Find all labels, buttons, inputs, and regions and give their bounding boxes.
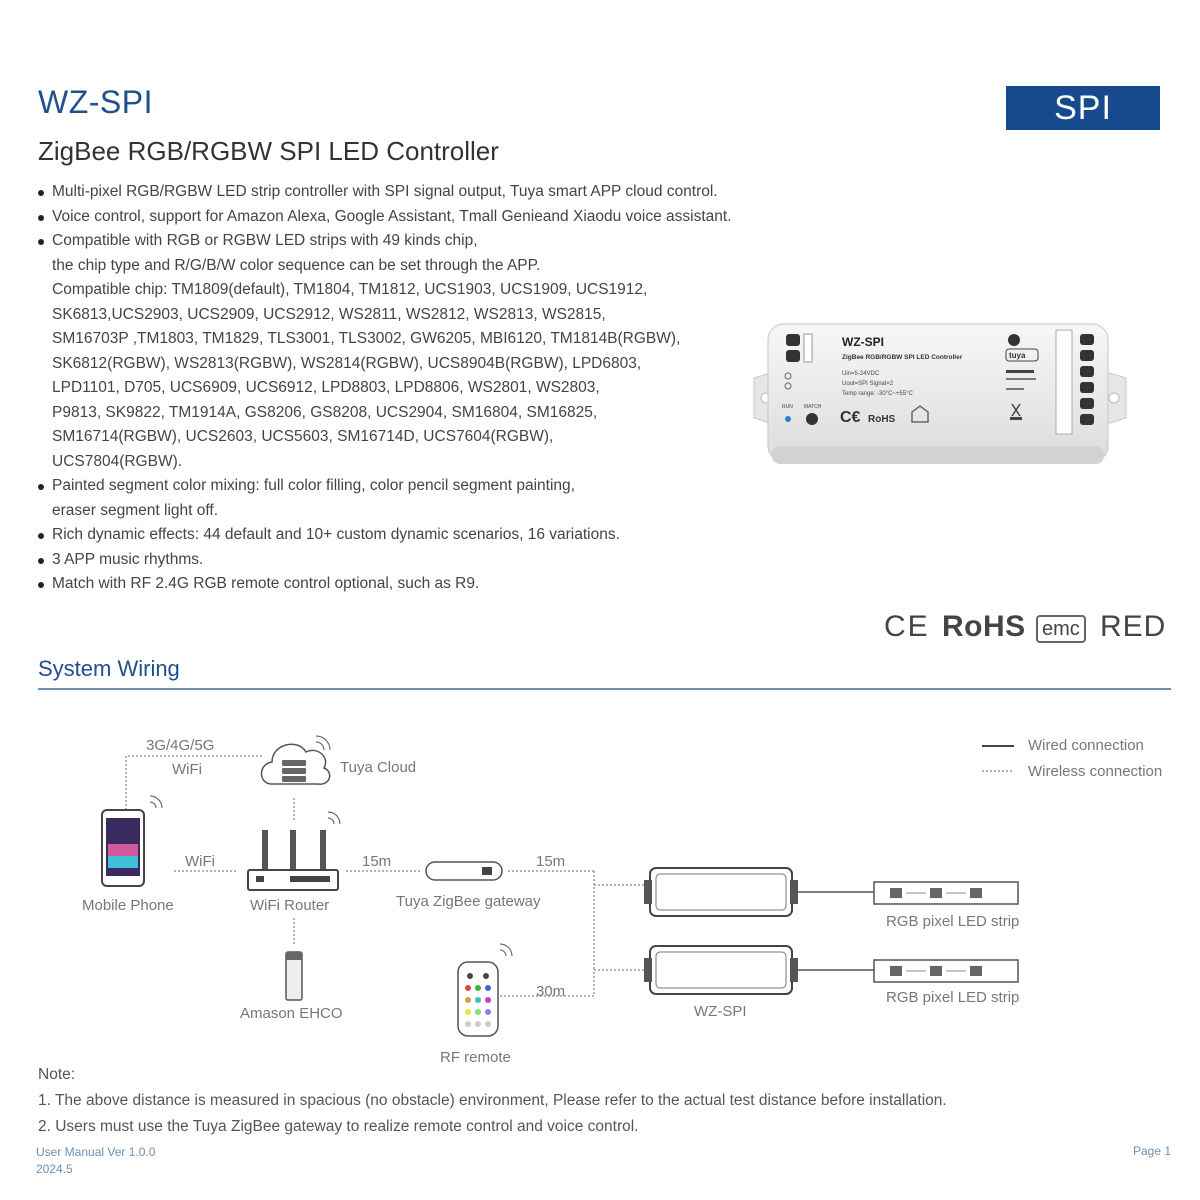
feature-line: SK6813,UCS2903, UCS2909, UCS2912, WS2811… xyxy=(52,305,606,323)
wireless-links xyxy=(125,755,650,997)
feature-line: SM16714(RGBW), UCS2603, UCS5603, SM16714… xyxy=(52,428,554,445)
document-subtitle: ZigBee RGB/RGBW SPI LED Controller xyxy=(38,136,499,166)
feature-item: Match with RF 2.4G RGB remote control op… xyxy=(38,572,758,597)
section-divider xyxy=(38,688,1171,690)
distance-label: 30m xyxy=(536,983,565,1000)
feature-line: 3 APP music rhythms. xyxy=(52,550,204,568)
led-strip-icon-1 xyxy=(873,881,1019,905)
feature-line: eraser segment light off. xyxy=(52,501,218,519)
feature-line: the chip type and R/G/B/W color sequence… xyxy=(52,256,541,274)
run-label: RUN xyxy=(782,404,793,410)
feature-item: Compatible with RGB or RGBW LED strips w… xyxy=(38,229,758,474)
controller-label: WZ-SPI xyxy=(694,1003,747,1020)
rf-remote-icon xyxy=(457,943,513,1037)
rf-remote-label: RF remote xyxy=(440,1049,511,1066)
red-mark: RED xyxy=(1100,610,1167,643)
distance-label: 15m xyxy=(536,853,565,870)
product-spec-temp: Temp range: -30°C~+55°C xyxy=(842,391,914,397)
amazon-echo-icon xyxy=(285,951,303,1001)
feature-line: Painted segment color mixing: full color… xyxy=(52,477,575,494)
zigbee-logo-icon xyxy=(1008,334,1020,346)
page-number: Page 1 xyxy=(1133,1144,1172,1158)
weee-icon xyxy=(1011,403,1021,417)
mobile-phone-label: Mobile Phone xyxy=(82,897,174,914)
wifi-mid-label: WiFi xyxy=(185,853,215,870)
feature-line: P9813, SK9822, TM1914A, GS8206, GS8208, … xyxy=(52,403,598,421)
footer-version: User Manual Ver 1.0.0 2024.5 xyxy=(36,1144,155,1178)
wifi-top-label: WiFi xyxy=(172,761,202,778)
product-spec-output: Uout=SPI Signal×2 xyxy=(842,381,894,387)
note-heading: Note: xyxy=(38,1066,76,1083)
wifi-router-label: WiFi Router xyxy=(250,897,329,914)
led-strip-label: RGB pixel LED strip xyxy=(886,989,1019,1006)
notes-section: Note: 1. The above distance is measured … xyxy=(38,1062,947,1140)
led-strip-icon-2 xyxy=(873,959,1019,983)
product-description-label: ZigBee RGB/RGBW SPI LED Controller xyxy=(842,354,963,361)
tuya-logo-icon xyxy=(1005,348,1039,362)
feature-item: Voice control, support for Amazon Alexa,… xyxy=(38,205,758,230)
zigbee-gateway-icon xyxy=(425,861,503,881)
product-model-label: WZ-SPI xyxy=(842,335,884,349)
mobile-phone-icon xyxy=(101,795,163,887)
feature-line: Multi-pixel RGB/RGBW LED strip controlle… xyxy=(52,183,718,200)
feature-line: Voice control, support for Amazon Alexa,… xyxy=(52,207,732,225)
match-label: MATCH xyxy=(804,404,822,410)
note-item-2: 2. Users must use the Tuya ZigBee gatewa… xyxy=(38,1118,639,1135)
ce-mark: CE xyxy=(884,610,930,643)
manual-version: User Manual Ver 1.0.0 xyxy=(36,1145,156,1159)
legend-wireless-label: Wireless connection xyxy=(1028,763,1162,780)
feature-item: Rich dynamic effects: 44 default and 10+… xyxy=(38,523,758,548)
controller-product-image: WZ-SPI ZigBee RGB/RGBW SPI LED Controlle… xyxy=(753,323,1127,464)
spi-badge: SPI xyxy=(1006,86,1160,130)
led-strip-label: RGB pixel LED strip xyxy=(886,913,1019,930)
emc-mark: emc xyxy=(1036,615,1086,643)
product-rohs-label: RoHS xyxy=(868,414,896,425)
tuya-cloud-label: Tuya Cloud xyxy=(340,759,416,776)
wifi-router-icon xyxy=(247,811,341,891)
match-button-icon xyxy=(806,413,818,425)
feature-line: Match with RF 2.4G RGB remote control op… xyxy=(52,575,480,592)
amazon-echo-label: Amason EHCO xyxy=(240,1005,343,1022)
controller-icon-1 xyxy=(644,867,798,917)
feature-line: Compatible with RGB or RGBW LED strips w… xyxy=(52,232,478,249)
feature-list: Multi-pixel RGB/RGBW LED strip controlle… xyxy=(38,180,758,597)
distance-label: 15m xyxy=(362,853,391,870)
feature-line: SK6812(RGBW), WS2813(RGBW), WS2814(RGBW)… xyxy=(52,354,642,372)
system-wiring-heading: System Wiring xyxy=(38,656,180,681)
svg-text:C€: C€ xyxy=(840,409,861,426)
document-title: WZ-SPI xyxy=(38,84,153,120)
gateway-label: Tuya ZigBee gateway xyxy=(396,893,541,910)
note-item-1: 1. The above distance is measured in spa… xyxy=(38,1092,947,1109)
manual-date: 2024.5 xyxy=(36,1162,73,1176)
rohs-mark: RoHS xyxy=(942,610,1026,643)
run-indicator-icon xyxy=(785,416,791,422)
system-wiring-diagram: Wired connection Wireless connection xyxy=(82,735,1162,1066)
feature-line: SM16703P ,TM1803, TM1829, TLS3001, TLS30… xyxy=(52,330,681,347)
feature-item: 3 APP music rhythms. xyxy=(38,548,758,573)
feature-line: Compatible chip: TM1809(default), TM1804… xyxy=(52,281,648,298)
product-brand-label: tuya xyxy=(1009,351,1026,360)
certification-marks: CE RoHS emc RED xyxy=(884,610,1174,650)
wired-links xyxy=(792,891,874,971)
product-label-text: WZ-SPI ZigBee RGB/RGBW SPI LED Controlle… xyxy=(782,335,963,426)
feature-item: Painted segment color mixing: full color… xyxy=(38,474,758,523)
feature-line: LPD1101, D705, UCS6909, UCS6912, LPD8803… xyxy=(52,379,600,396)
network-label: 3G/4G/5G xyxy=(146,737,214,754)
feature-line: UCS7804(RGBW). xyxy=(52,452,183,470)
feature-item: Multi-pixel RGB/RGBW LED strip controlle… xyxy=(38,180,758,205)
controller-icon-2 xyxy=(644,945,798,995)
legend-wired-label: Wired connection xyxy=(1028,737,1144,754)
product-spec-input: Uin=5-24VDC xyxy=(842,371,880,377)
feature-line: Rich dynamic effects: 44 default and 10+… xyxy=(52,526,620,543)
cloud-icon xyxy=(260,735,331,785)
